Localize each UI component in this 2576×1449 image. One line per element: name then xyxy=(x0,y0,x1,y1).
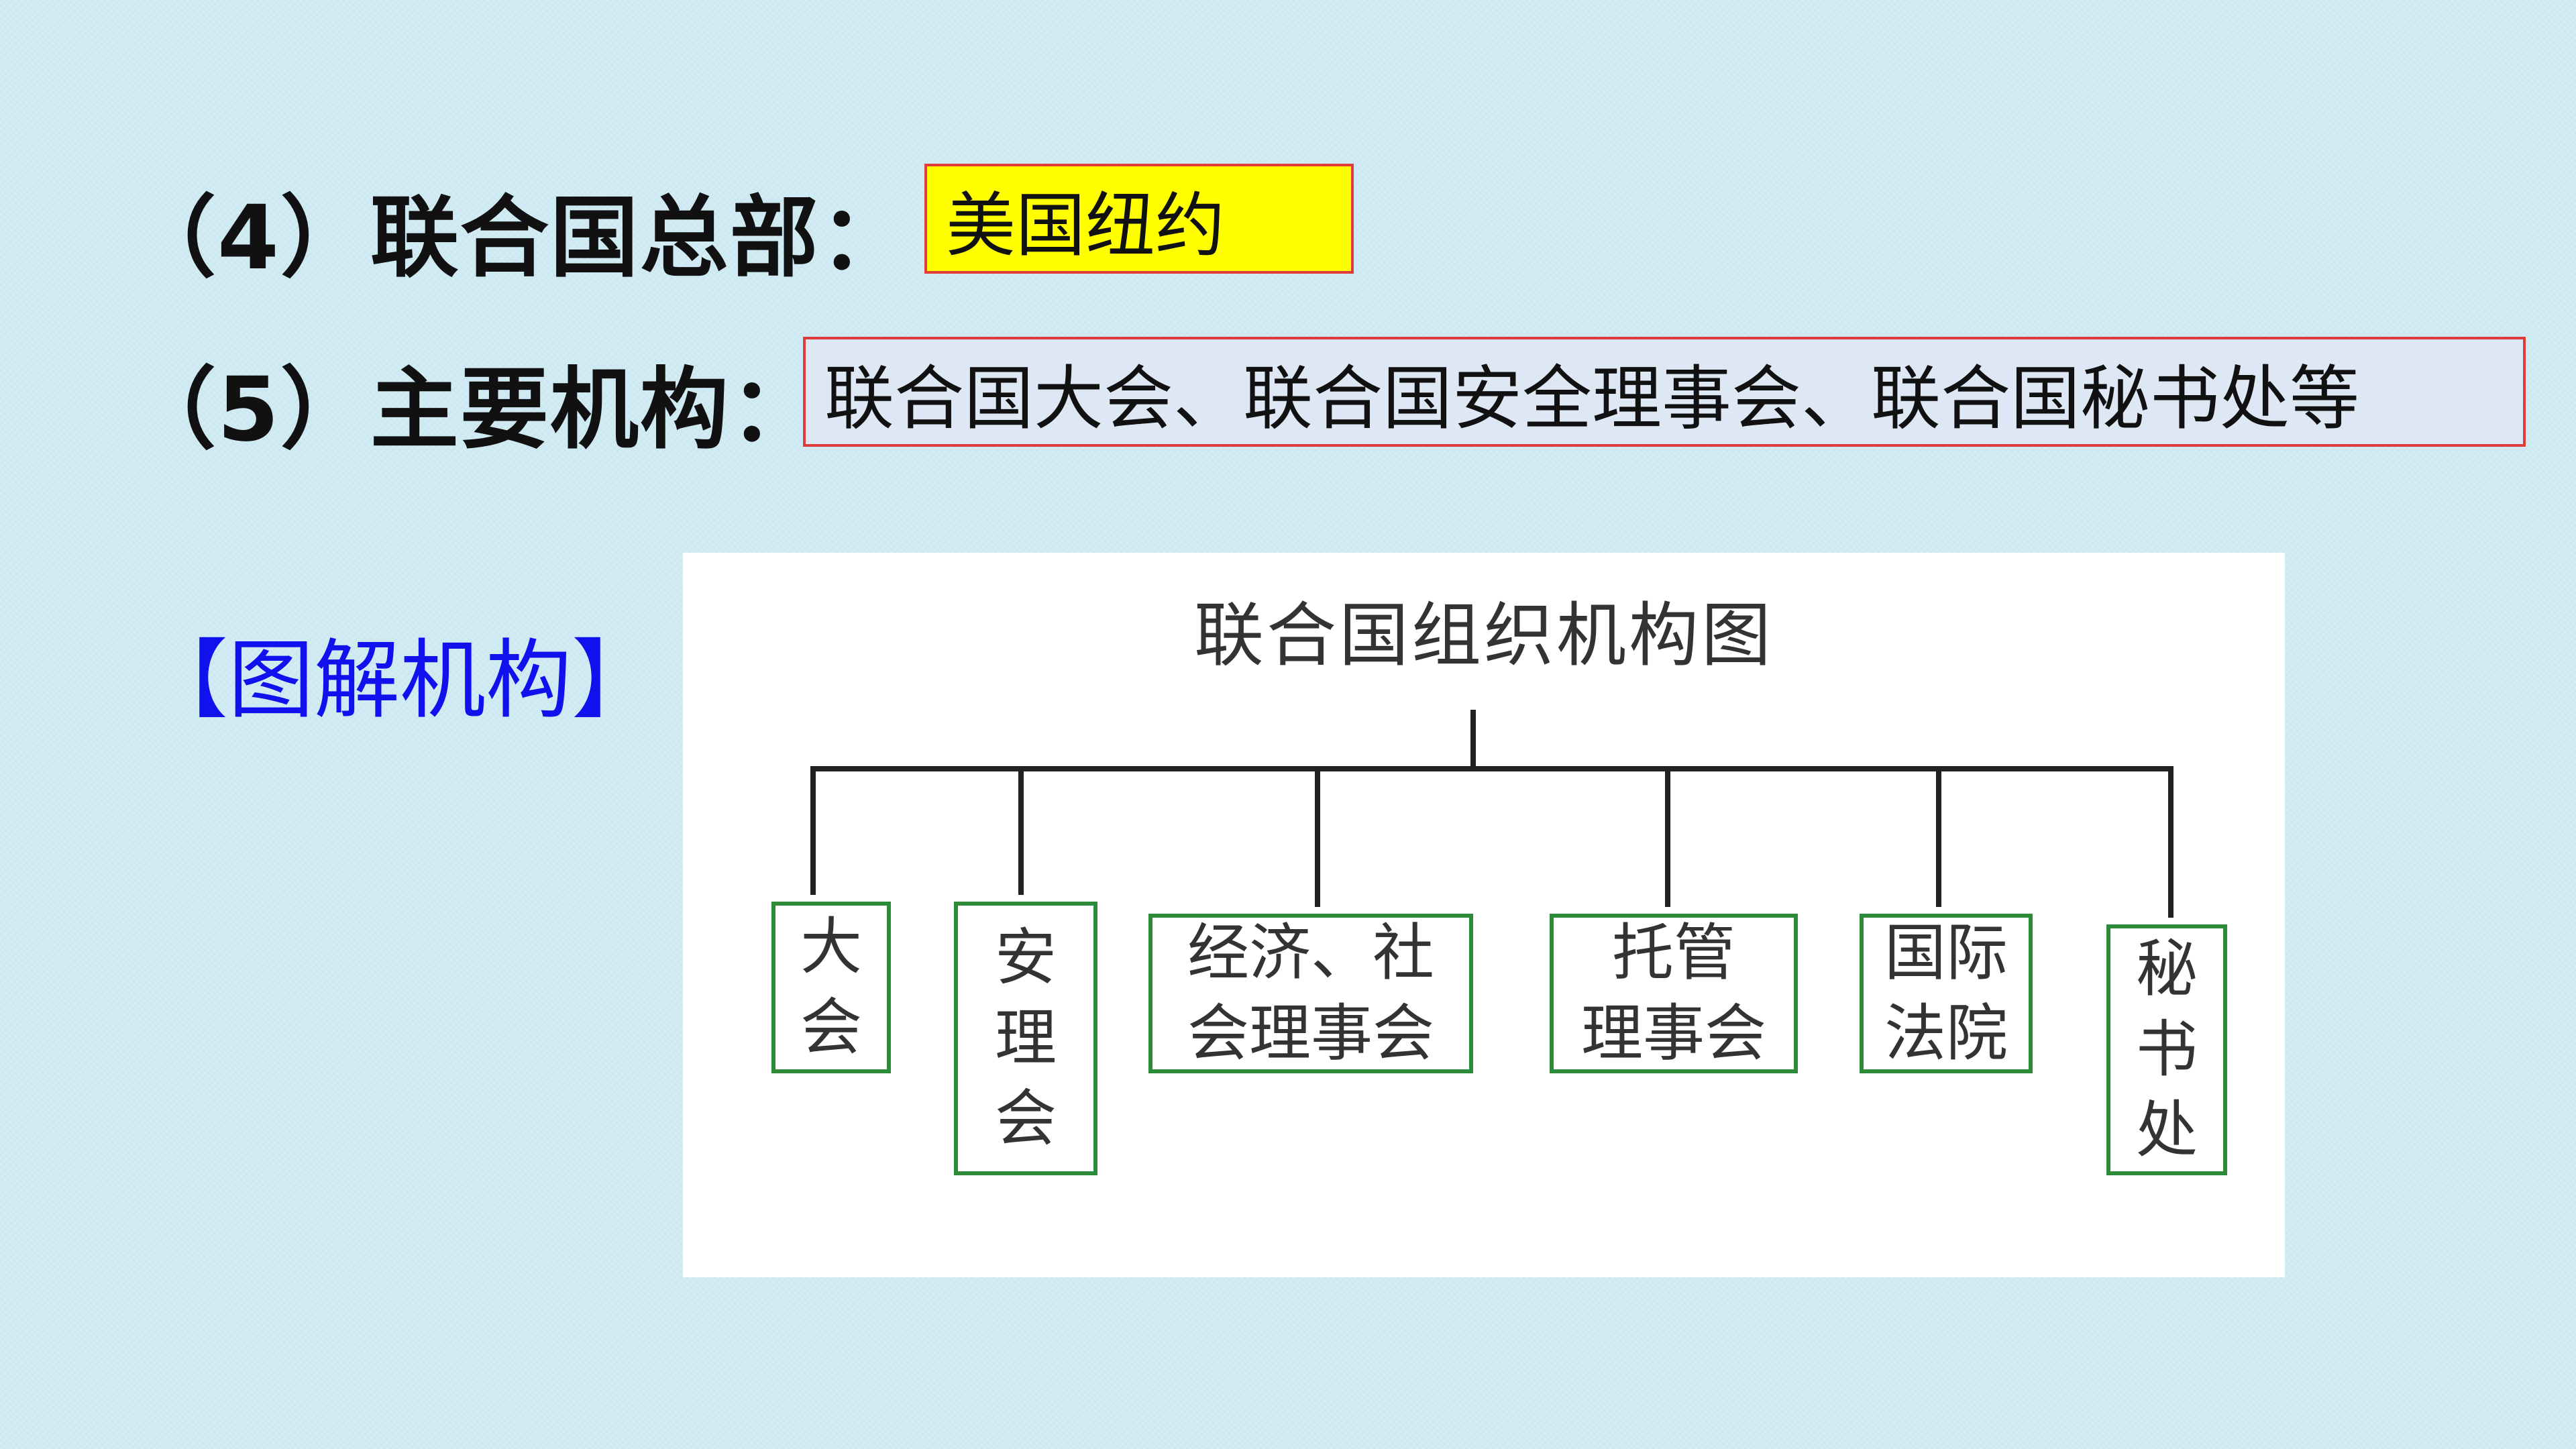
headquarters-row: （4）联合国总部： xyxy=(127,166,910,294)
org-box-security-council: 安 理 会 xyxy=(954,902,1097,1175)
organs-answer-box: 联合国大会、联合国安全理事会、联合国秘书处等 xyxy=(803,337,2526,447)
org-box-label: 托管 理事会 xyxy=(1580,917,1766,1069)
org-box-label: 经济、社 会理事会 xyxy=(1187,917,1434,1069)
headquarters-label: （4）联合国总部： xyxy=(127,186,910,290)
org-box-general-assembly: 大 会 xyxy=(771,902,891,1073)
org-box-international-court: 国际 法院 xyxy=(1860,914,2033,1073)
branch-line-security-council xyxy=(1018,766,1024,895)
headquarters-answer: 美国纽约 xyxy=(946,184,1226,266)
horizontal-bar xyxy=(810,766,2174,771)
org-box-trusteeship-council: 托管 理事会 xyxy=(1550,914,1798,1073)
branch-line-assembly xyxy=(810,766,816,895)
headquarters-answer-box: 美国纽约 xyxy=(924,164,1354,274)
section-tag: 【图解机构】 xyxy=(142,631,658,731)
org-box-label: 安 理 会 xyxy=(994,922,1057,1155)
branch-line-trusteeship xyxy=(1665,766,1670,907)
trunk-line xyxy=(1470,710,1476,769)
org-chart-panel: 联合国组织机构图 大 会 安 理 会 经济、社 会理事会 托管 理事会 国际 法… xyxy=(683,553,2285,1277)
org-box-label: 大 会 xyxy=(800,911,862,1063)
branch-line-icj xyxy=(1936,766,1941,907)
organs-answer: 联合国大会、联合国安全理事会、联合国秘书处等 xyxy=(824,357,2360,439)
organs-row: （5）主要机构： xyxy=(127,338,820,466)
org-box-ecosoc: 经济、社 会理事会 xyxy=(1148,914,1473,1073)
branch-line-ecosoc xyxy=(1315,766,1320,907)
org-box-secretariat: 秘 书 处 xyxy=(2106,924,2227,1175)
branch-line-secretariat xyxy=(2168,766,2174,918)
org-box-label: 秘 书 处 xyxy=(2135,933,2198,1166)
organs-label: （5）主要机构： xyxy=(127,358,820,462)
org-chart-title: 联合国组织机构图 xyxy=(1193,594,1774,676)
org-box-label: 国际 法院 xyxy=(1884,917,2008,1069)
